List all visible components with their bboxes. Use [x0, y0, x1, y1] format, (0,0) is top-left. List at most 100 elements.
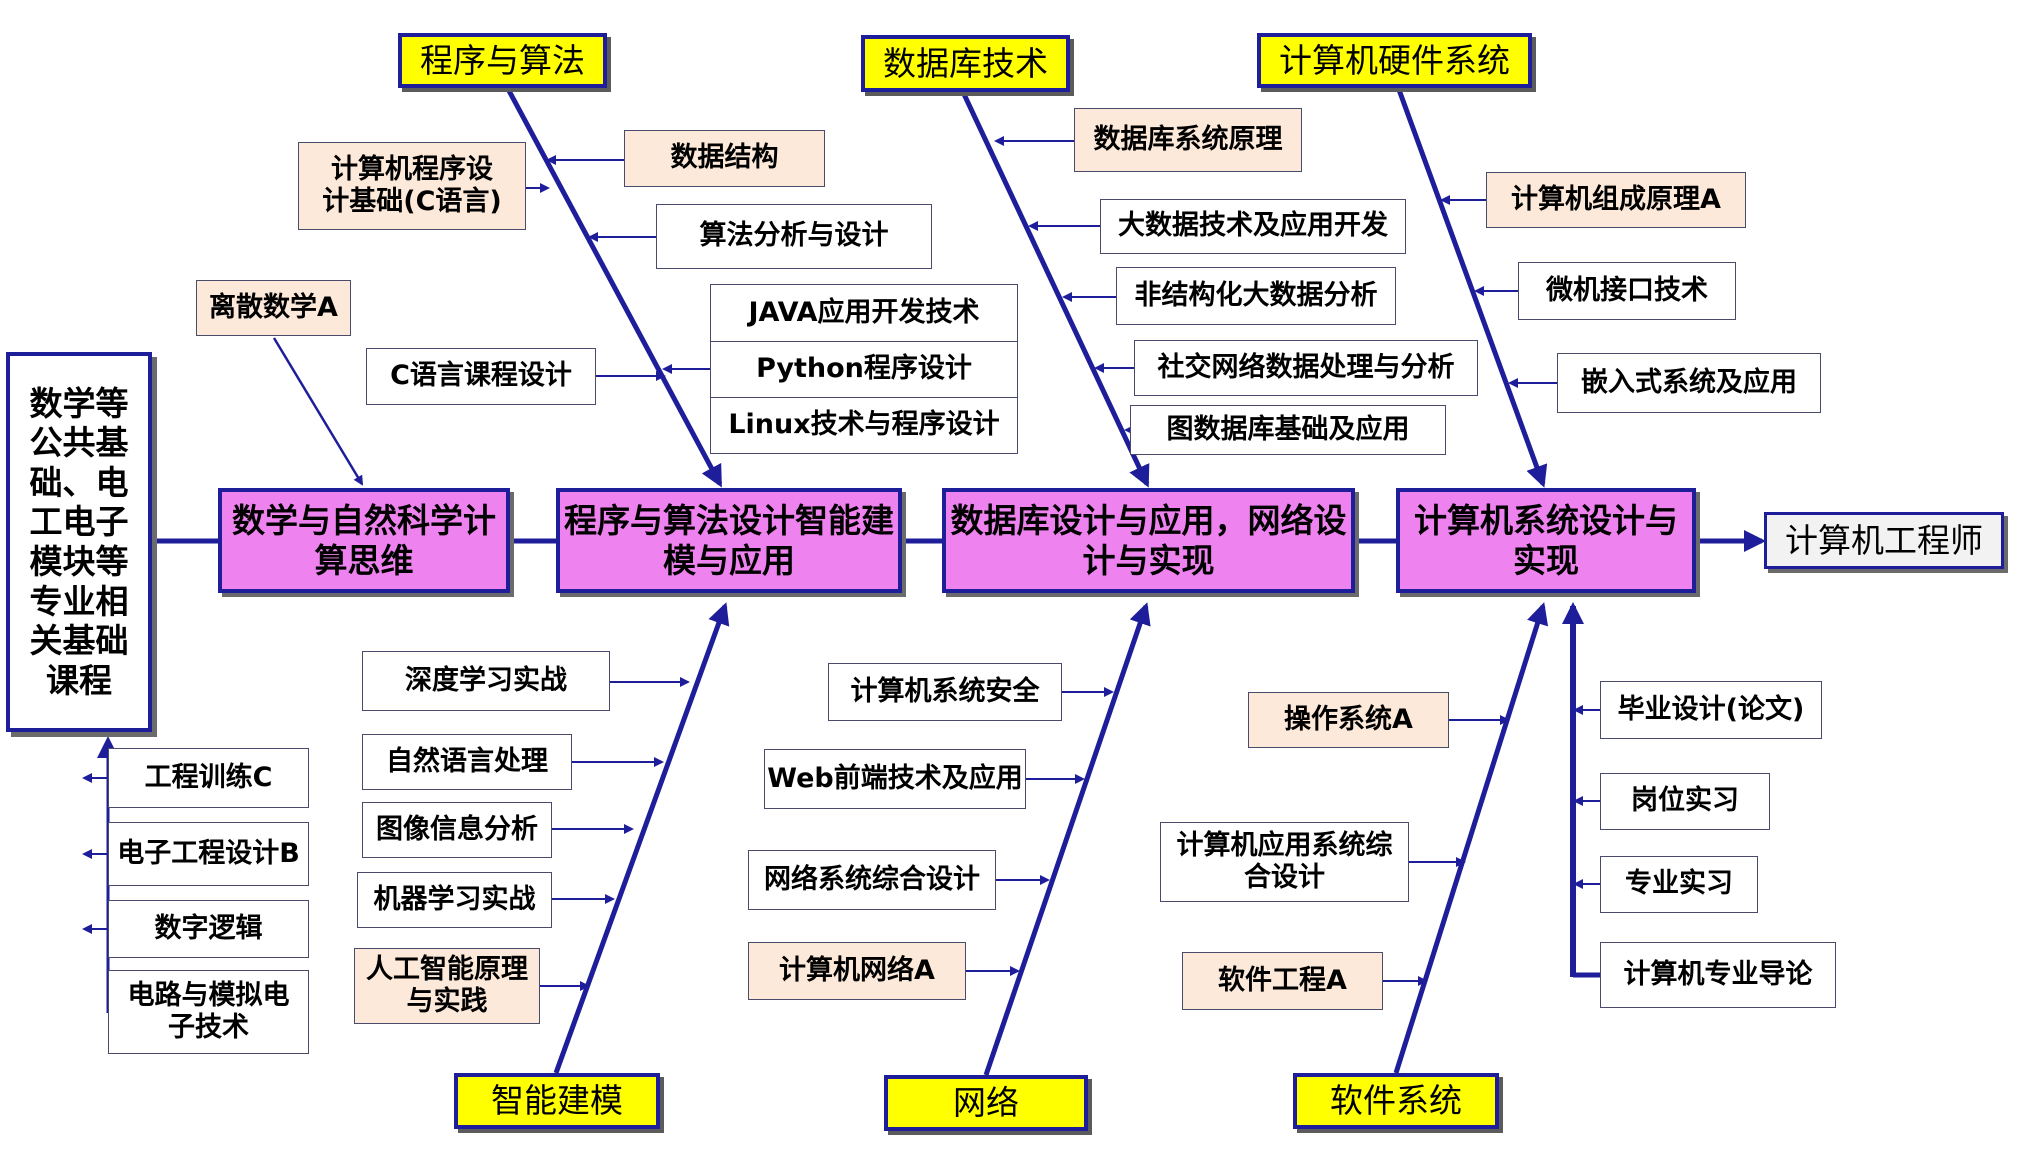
course-label: C语言课程设计	[390, 360, 572, 392]
category-label: 程序与算法	[420, 40, 585, 80]
category-intelligent-modeling: 智能建模	[454, 1073, 660, 1129]
course-label: Python程序设计	[756, 353, 972, 385]
course-digital-logic: 数字逻辑	[108, 900, 309, 958]
course-computer-organization: 计算机组成原理A	[1486, 172, 1746, 228]
foundation-box: 数学等公共基础、电工电子模块等专业相关基础课程	[6, 352, 152, 732]
course-ai-principles: 人工智能原理与实践	[354, 948, 540, 1024]
course-label: 计算机组成原理A	[1511, 183, 1721, 215]
course-social-network-data: 社交网络数据处理与分析	[1134, 340, 1478, 396]
course-label: 数据结构	[670, 142, 779, 174]
course-image-analysis: 图像信息分析	[362, 802, 552, 858]
bone-hardware-system	[1395, 86, 1548, 488]
course-deep-learning: 深度学习实战	[362, 651, 610, 711]
bone-database-tech	[960, 90, 1150, 488]
course-nlp: 自然语言处理	[362, 734, 572, 790]
course-label: 人工智能原理与实践	[366, 953, 528, 1017]
course-c-course-design: C语言课程设计	[366, 348, 596, 405]
course-label: 深度学习实战	[405, 664, 567, 696]
course-label: 图像信息分析	[376, 813, 538, 845]
course-database-principles: 数据库系统原理	[1074, 108, 1302, 172]
stage-program-algorithm-design: 程序与算法设计智能建模与应用	[556, 488, 902, 593]
stage-math-science: 数学与自然科学计算思维	[218, 488, 510, 593]
course-embedded-systems: 嵌入式系统及应用	[1557, 353, 1821, 413]
category-label: 数据库技术	[883, 43, 1048, 83]
stage-label: 程序与算法设计智能建模与应用	[564, 500, 894, 580]
course-label: 离散数学A	[209, 291, 338, 323]
course-java-dev: JAVA应用开发技术	[710, 284, 1018, 342]
course-machine-learning: 机器学习实战	[357, 872, 552, 928]
course-label: 嵌入式系统及应用	[1581, 366, 1797, 398]
course-label: 数字逻辑	[154, 912, 263, 944]
course-discrete-math: 离散数学A	[196, 280, 351, 336]
course-c-programming-basics: 计算机程序设计基础(C语言)	[298, 142, 526, 230]
course-big-data: 大数据技术及应用开发	[1100, 199, 1406, 254]
course-label: 图数据库基础及应用	[1166, 413, 1410, 445]
course-system-security: 计算机系统安全	[828, 663, 1062, 721]
stage-label: 数学与自然科学计算思维	[232, 500, 496, 580]
stage-label: 数据库设计与应用，网络设计与实现	[950, 500, 1347, 580]
course-label: 计算机程序设计基础(C语言)	[322, 153, 502, 217]
course-label: 网络系统综合设计	[764, 863, 980, 895]
stage-label: 计算机系统设计与实现	[1414, 500, 1678, 580]
arrow-discrete-math	[272, 337, 364, 486]
bone-program-algorithm	[504, 85, 723, 488]
course-major-intro: 计算机专业导论	[1600, 942, 1836, 1008]
course-web-frontend: Web前端技术及应用	[764, 749, 1026, 809]
bone-intelligent-modeling	[553, 602, 730, 1074]
course-label: 大数据技术及应用开发	[1118, 210, 1388, 242]
course-label: 电子工程设计B	[117, 837, 300, 869]
bone-network	[983, 602, 1151, 1076]
course-linux-programming: Linux技术与程序设计	[710, 397, 1018, 454]
course-label: 社交网络数据处理与分析	[1157, 351, 1455, 383]
course-data-structures: 数据结构	[624, 130, 825, 187]
course-circuits-analog: 电路与模拟电子技术	[108, 970, 309, 1054]
course-electronic-design: 电子工程设计B	[108, 822, 309, 886]
course-label: 计算机系统安全	[850, 675, 1040, 707]
category-label: 网络	[953, 1083, 1019, 1123]
course-label: 算法分析与设计	[699, 220, 889, 252]
category-label: 软件系统	[1330, 1081, 1462, 1121]
course-label: 工程训练C	[144, 761, 273, 793]
course-label: 软件工程A	[1218, 964, 1347, 996]
course-professional-practice: 专业实习	[1600, 856, 1758, 913]
course-label: 自然语言处理	[386, 745, 548, 777]
course-label: 计算机专业导论	[1623, 958, 1813, 990]
course-label: 操作系统A	[1284, 703, 1413, 735]
category-label: 计算机硬件系统	[1279, 40, 1510, 80]
course-graph-database: 图数据库基础及应用	[1130, 405, 1446, 455]
course-engineering-training: 工程训练C	[108, 748, 309, 808]
course-algorithm-analysis: 算法分析与设计	[656, 204, 932, 269]
course-label: 数据库系统原理	[1093, 123, 1283, 155]
course-label: 机器学习实战	[373, 883, 536, 915]
course-label: Linux技术与程序设计	[728, 409, 1000, 441]
course-python-programming: Python程序设计	[710, 341, 1018, 398]
course-network-design: 网络系统综合设计	[748, 850, 996, 910]
foundation-label: 数学等公共基础、电工电子模块等专业相关基础课程	[29, 383, 129, 700]
category-program-algorithm: 程序与算法	[398, 33, 607, 88]
outcome-label: 计算机工程师	[1785, 520, 1983, 560]
course-label: 非结构化大数据分析	[1134, 279, 1378, 311]
course-label: 毕业设计(论文)	[1617, 693, 1805, 725]
course-label: Web前端技术及应用	[767, 762, 1023, 794]
course-label: 专业实习	[1625, 868, 1733, 900]
course-graduation-thesis: 毕业设计(论文)	[1600, 681, 1822, 739]
course-label: 微机接口技术	[1546, 274, 1708, 306]
category-network: 网络	[884, 1075, 1088, 1131]
course-label: JAVA应用开发技术	[748, 296, 980, 328]
outcome-engineer: 计算机工程师	[1764, 512, 2004, 569]
course-application-design: 计算机应用系统综合设计	[1160, 822, 1409, 902]
bone-software-system	[1393, 602, 1549, 1074]
course-label: 计算机应用系统综合设计	[1176, 829, 1393, 893]
course-label: 电路与模拟电子技术	[127, 979, 290, 1043]
course-internship: 岗位实习	[1600, 773, 1770, 830]
course-label: 岗位实习	[1631, 785, 1739, 817]
course-operating-systems: 操作系统A	[1248, 692, 1449, 748]
course-microcomputer-interface: 微机接口技术	[1518, 262, 1736, 320]
category-hardware-system: 计算机硬件系统	[1257, 33, 1532, 88]
category-software-system: 软件系统	[1293, 1073, 1499, 1129]
stage-system-design: 计算机系统设计与实现	[1396, 488, 1696, 593]
course-label: 计算机网络A	[779, 954, 935, 986]
category-database-tech: 数据库技术	[861, 35, 1070, 92]
course-unstructured-data: 非结构化大数据分析	[1116, 267, 1396, 325]
category-label: 智能建模	[491, 1081, 623, 1121]
